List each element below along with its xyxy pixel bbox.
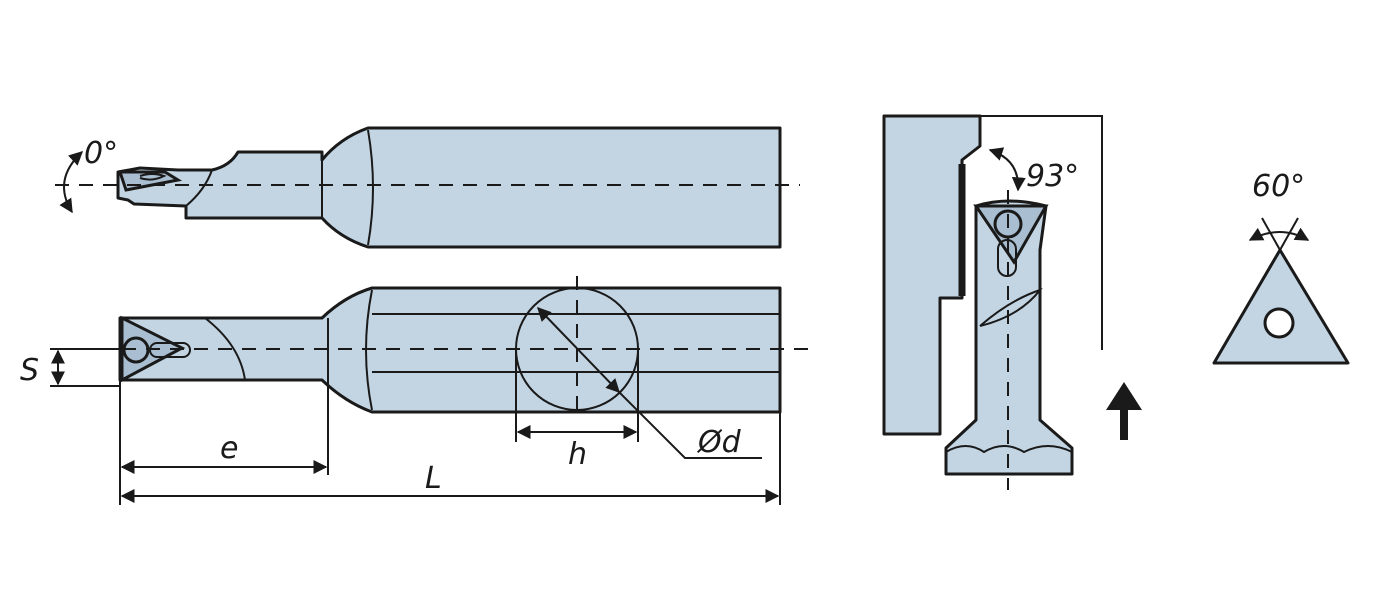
dim-d-line [537, 306, 620, 394]
plan-view-neck-curve [204, 317, 246, 381]
dimensions: S e L h Ød [20, 306, 781, 505]
approach-angle-arc [988, 147, 1026, 192]
bar-cut-section [979, 288, 1043, 327]
triangular-insert [1212, 248, 1350, 365]
dim-s-label: S [20, 353, 39, 388]
rake-angle-label: 0° [84, 136, 118, 171]
approach-angle-label: 93° [1026, 159, 1079, 194]
plan-view [98, 276, 810, 418]
dim-e-label: e [220, 431, 238, 466]
top-view-shank-curve [367, 129, 374, 246]
bar-flange-line [945, 445, 1073, 454]
top-view: 0° [55, 126, 800, 249]
rake-angle-arc [59, 151, 84, 214]
dim-h-label: h [568, 437, 587, 472]
top-view-insert-hole [139, 173, 167, 181]
workpiece [882, 114, 982, 436]
triangular-insert-hole [1263, 307, 1295, 339]
schematic-insert-screw [993, 209, 1023, 239]
insert-detail: 60° [1212, 169, 1350, 365]
machining-schematic: 93° [882, 114, 1142, 490]
dim-d-label: Ød [696, 425, 742, 460]
feed-direction-arrow-icon [1106, 382, 1142, 440]
bore-outline [980, 115, 1103, 350]
dim-d-leader [618, 391, 762, 459]
insert-angle-arc [1248, 227, 1310, 241]
dim-l-label: L [425, 461, 442, 496]
insert-angle-label: 60° [1252, 169, 1305, 204]
schematic-insert [973, 204, 1049, 265]
top-view-neck-curve [185, 169, 213, 207]
top-view-body [116, 126, 782, 249]
